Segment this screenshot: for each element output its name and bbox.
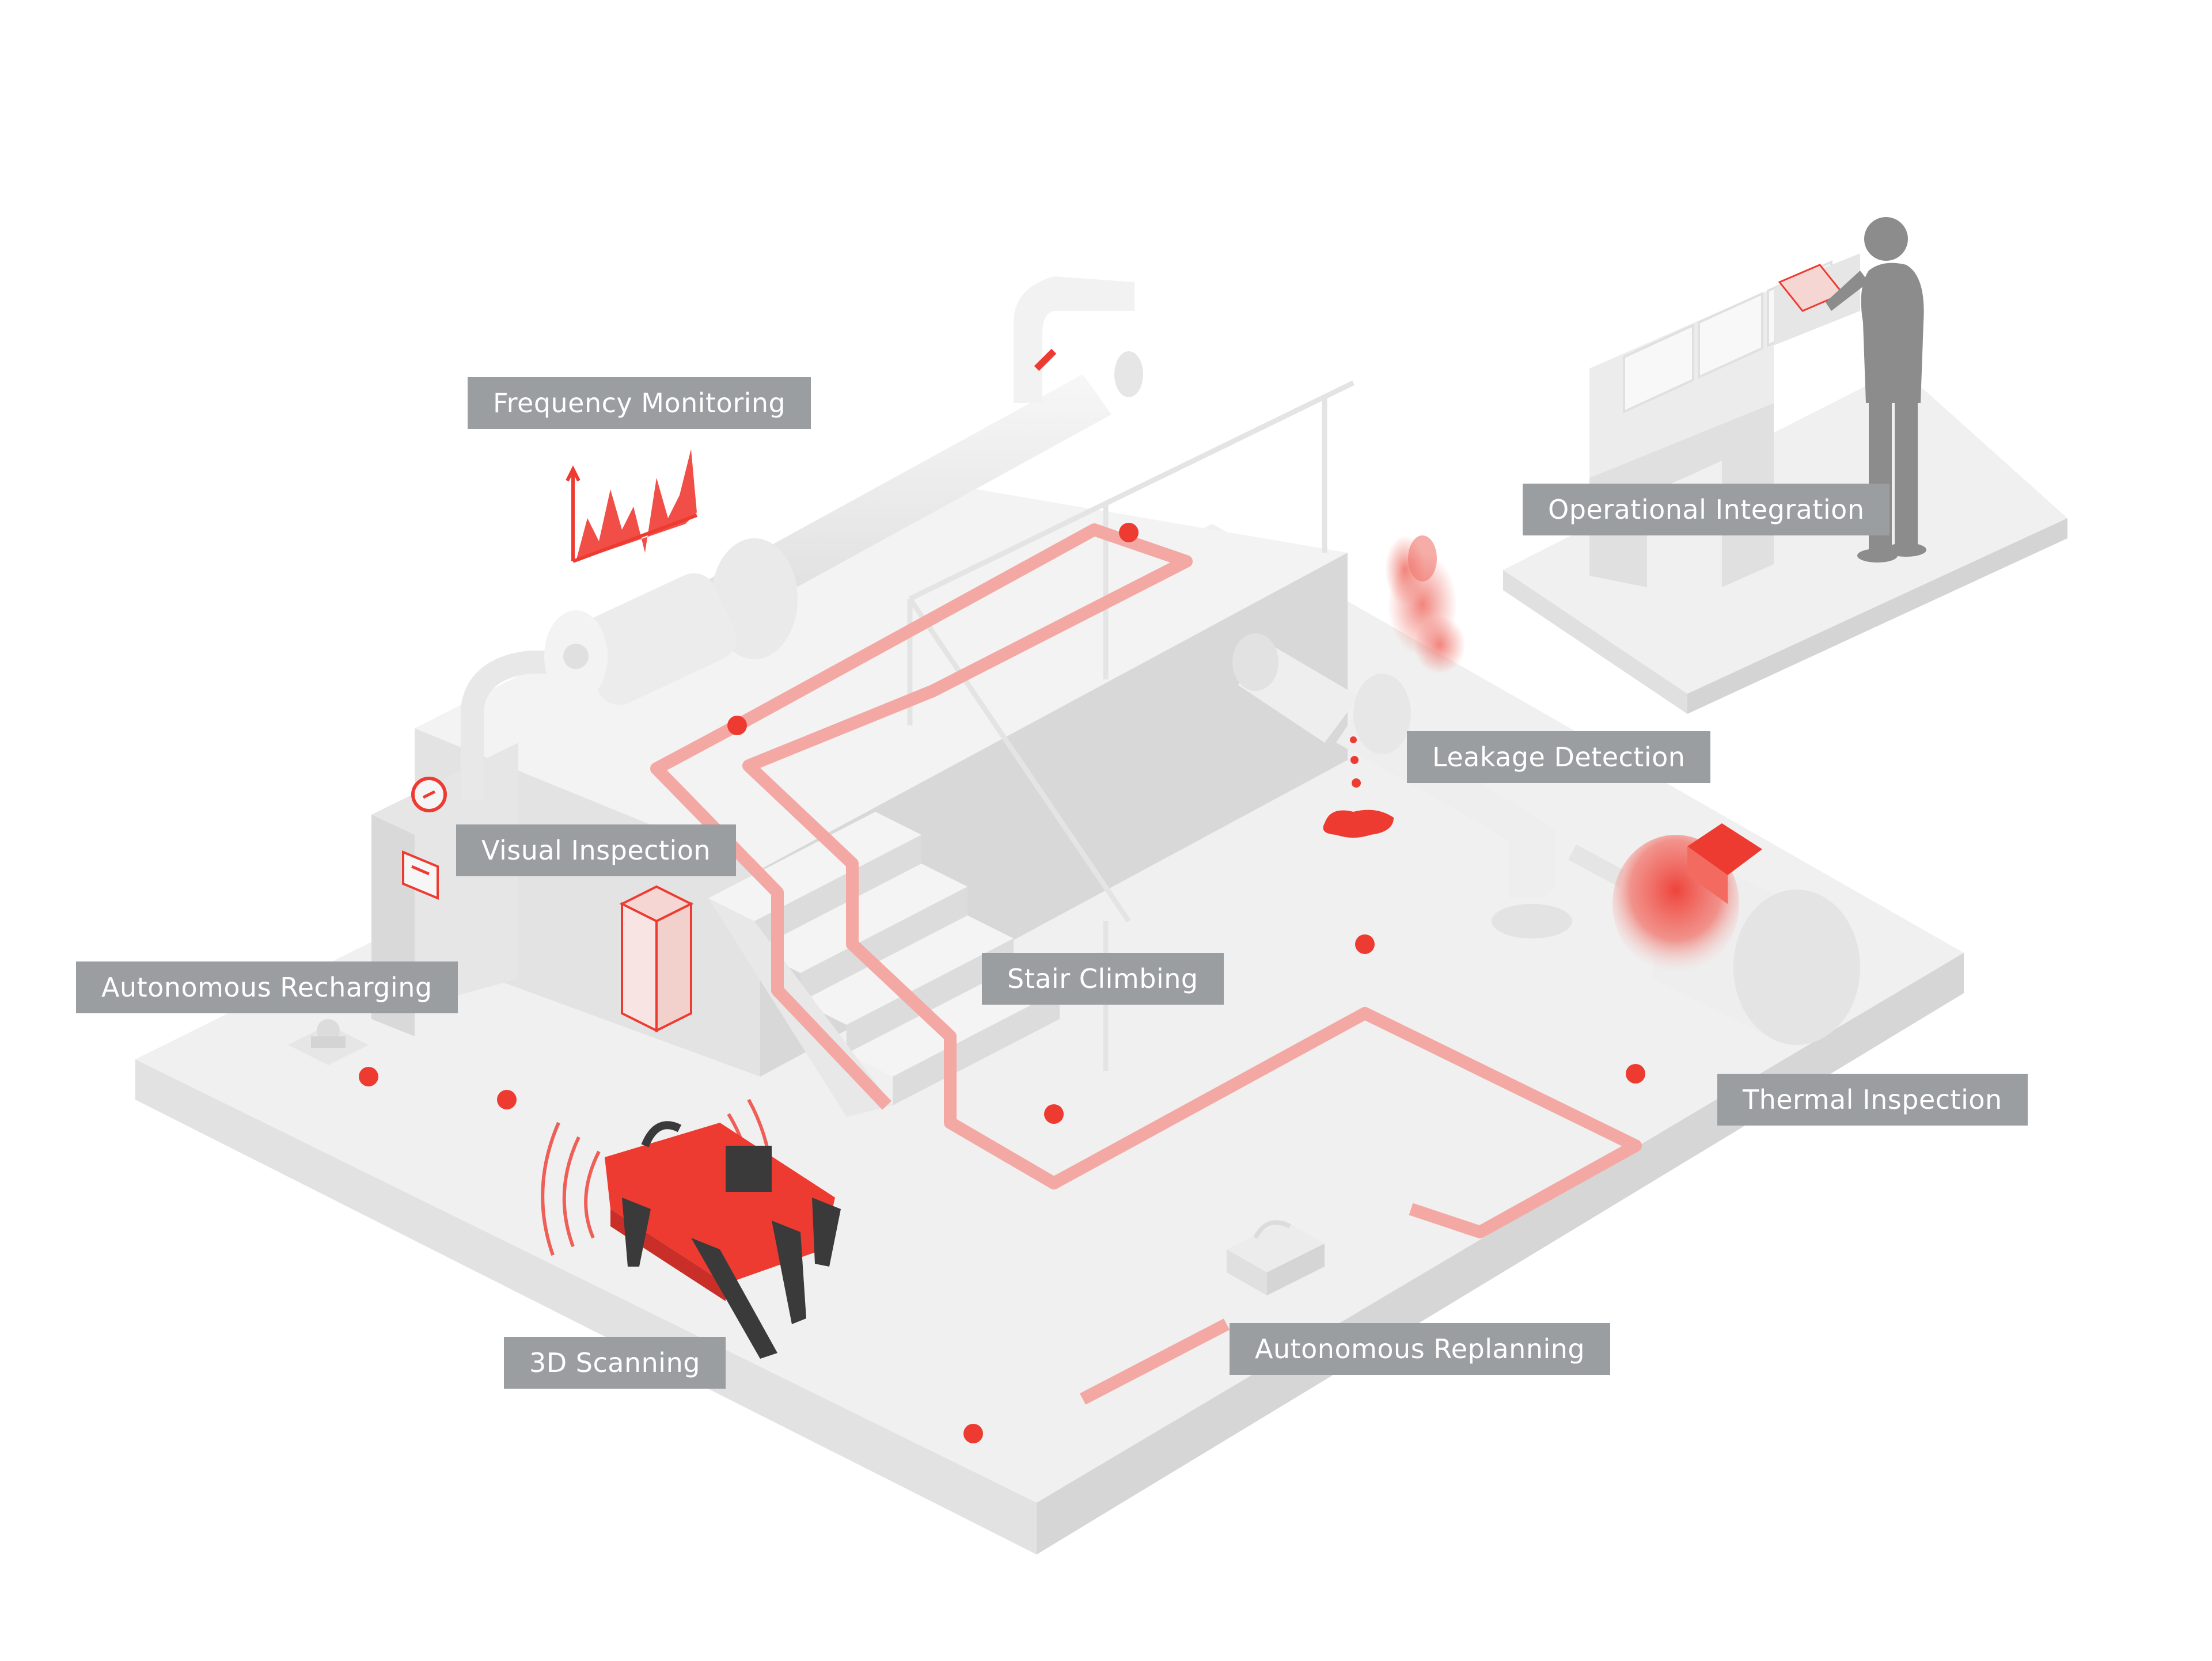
docking-station-icon xyxy=(288,1019,369,1065)
path-waypoints xyxy=(359,523,1645,1443)
label-autonomous-replanning: Autonomous Replanning xyxy=(1230,1323,1611,1375)
frequency-chart-icon xyxy=(566,449,698,563)
thermal-tank-icon xyxy=(1568,823,1860,1045)
robot-path xyxy=(650,523,1642,1405)
inspection-box-icon xyxy=(619,885,694,1033)
label-3d-scanning: 3D Scanning xyxy=(504,1337,726,1389)
operator-platform xyxy=(1503,368,2067,714)
label-visual-inspection: Visual Inspection xyxy=(456,824,737,876)
label-stair-climbing: Stair Climbing xyxy=(982,953,1224,1005)
label-operational-integration: Operational Integration xyxy=(1523,484,1890,535)
leak-pipe xyxy=(1232,633,1572,938)
label-leakage-detection: Leakage Detection xyxy=(1407,731,1711,783)
label-thermal-inspection: Thermal Inspection xyxy=(1717,1074,2028,1126)
gauge-icon xyxy=(402,777,447,900)
label-autonomous-recharging: Autonomous Recharging xyxy=(76,961,458,1013)
control-panel-icon xyxy=(1589,253,1860,587)
leak-puddle-icon xyxy=(1323,736,1394,838)
robot-icon xyxy=(541,1099,841,1359)
label-frequency-monitoring: Frequency Monitoring xyxy=(468,377,811,429)
steam-icon xyxy=(1385,535,1466,674)
motor-icon xyxy=(544,538,798,705)
toolbox-icon xyxy=(1227,1220,1325,1295)
